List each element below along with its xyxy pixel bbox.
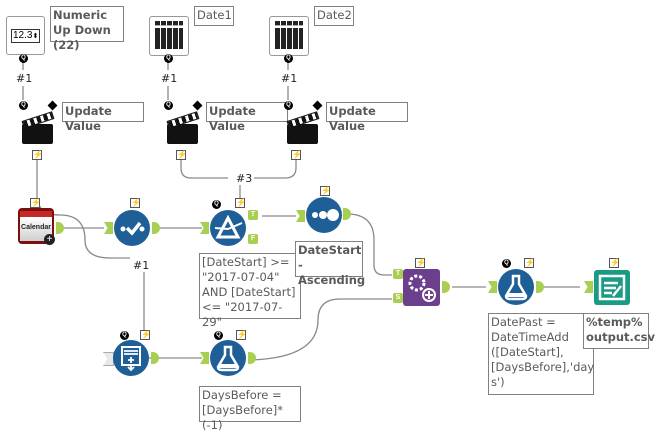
formula-tool-daysbefore[interactable]: [210, 340, 246, 376]
annotation-formula-daysbefore: DaysBefore = [DaysBefore]*(-1): [199, 386, 301, 432]
flask-icon: [216, 345, 240, 372]
connection-label: #1: [16, 72, 33, 85]
output-anchor[interactable]: [151, 352, 159, 364]
annotation-formula-datepast: DatePast = DateTimeAdd ([DateStart], [Da…: [488, 313, 594, 395]
lightning-anchor[interactable]: ⚡: [32, 150, 43, 160]
lightning-anchor[interactable]: ⚡: [140, 330, 151, 340]
action-tool-1[interactable]: [20, 100, 58, 144]
gears-icon: [408, 274, 436, 302]
input-anchor[interactable]: [200, 352, 209, 364]
annotation-action3: Update Value: [326, 102, 408, 133]
calendar-header: [20, 211, 52, 217]
input-anchor[interactable]: [200, 222, 209, 234]
connection-label: #1: [281, 72, 298, 85]
annotation-date2: Date2: [314, 6, 354, 26]
clapperboard-icon: [287, 124, 318, 144]
lightning-anchor[interactable]: ⚡: [236, 330, 247, 340]
filter-tool[interactable]: [210, 210, 246, 246]
lightning-anchor[interactable]: ⚡: [176, 150, 187, 160]
annotation-action2: Update Value: [206, 102, 288, 133]
question-anchor[interactable]: Q: [120, 331, 129, 340]
calendar-tool[interactable]: Calendar +: [18, 208, 55, 245]
annotation-action1: Update Value: [62, 102, 144, 133]
connector-actions-merge: [180, 160, 297, 179]
numeric-up-down-tool[interactable]: 12.3⬍: [6, 16, 45, 55]
false-anchor[interactable]: F: [248, 234, 258, 244]
lightning-anchor[interactable]: ⚡: [320, 186, 331, 196]
output-data-tool[interactable]: [594, 270, 630, 305]
connector-sort-append: [346, 213, 392, 276]
action-tool-2[interactable]: [165, 100, 203, 144]
question-anchor[interactable]: Q: [164, 101, 173, 110]
sort-tool[interactable]: [306, 197, 342, 233]
question-anchor[interactable]: Q: [19, 54, 28, 63]
annotation-filter: [DateStart] >= "2017-07-04" AND [DateSta…: [199, 253, 301, 329]
output-anchor[interactable]: [248, 352, 256, 364]
question-anchor[interactable]: Q: [214, 331, 223, 340]
clapperboard-icon: [22, 124, 53, 144]
true-anchor[interactable]: T: [248, 210, 258, 220]
question-anchor[interactable]: Q: [284, 54, 293, 63]
output-anchor[interactable]: [56, 222, 64, 234]
action-tool-3[interactable]: [285, 100, 323, 144]
output-anchor[interactable]: [343, 208, 351, 220]
formula-tool-datepast[interactable]: [498, 269, 534, 305]
test-tool[interactable]: [114, 210, 150, 246]
lightning-anchor[interactable]: ⚡: [609, 258, 620, 268]
lightning-anchor[interactable]: ⚡: [30, 198, 41, 208]
question-anchor[interactable]: Q: [164, 54, 173, 63]
input-anchor[interactable]: [488, 281, 497, 293]
annotation-sort: DateStart - Ascending: [295, 241, 365, 287]
question-anchor[interactable]: Q: [212, 200, 221, 209]
connection-label: #1: [161, 72, 178, 85]
clapperboard-icon: [167, 124, 198, 144]
lightning-anchor[interactable]: ⚡: [291, 150, 302, 160]
connection-label: #3: [234, 172, 255, 185]
annotation-date1: Date1: [194, 6, 234, 26]
lightning-anchor[interactable]: ⚡: [235, 198, 246, 208]
lightning-anchor[interactable]: ⚡: [524, 258, 535, 268]
generate-rows-icon: [121, 346, 141, 372]
lightning-anchor[interactable]: ⚡: [415, 258, 426, 268]
source-anchor[interactable]: S: [393, 293, 403, 303]
append-fields-tool[interactable]: [403, 269, 440, 306]
calendar-grid-icon: [155, 21, 183, 49]
input-anchor[interactable]: [584, 281, 593, 293]
connector-formula-append: [249, 298, 392, 361]
annotation-output: %temp% output.csv: [583, 313, 655, 349]
input-anchor[interactable]: [104, 222, 113, 234]
input-anchor[interactable]: [296, 210, 305, 222]
generate-rows-tool[interactable]: [113, 340, 149, 376]
question-anchor[interactable]: Q: [284, 101, 293, 110]
sort-dots-icon: [312, 209, 339, 221]
date1-tool[interactable]: [149, 16, 189, 56]
annotation-numeric: Numeric Up Down (22): [50, 6, 124, 52]
plus-icon: +: [44, 234, 55, 245]
prism-icon: [214, 214, 243, 239]
document-edit-icon: [598, 274, 626, 301]
flask-icon: [504, 274, 528, 301]
output-anchor[interactable]: [536, 281, 544, 293]
lightning-anchor[interactable]: ⚡: [130, 198, 141, 208]
target-anchor[interactable]: T: [393, 269, 403, 279]
numeric-field-icon: 12.3⬍: [11, 29, 41, 43]
calendar-grid-icon: [275, 21, 303, 49]
question-anchor[interactable]: Q: [19, 101, 28, 110]
date2-tool[interactable]: [269, 16, 309, 56]
checkmark-icon: [120, 221, 145, 236]
question-anchor[interactable]: Q: [502, 259, 511, 268]
output-anchor[interactable]: [442, 281, 450, 293]
output-anchor[interactable]: [152, 222, 160, 234]
connection-label: #1: [133, 259, 150, 272]
